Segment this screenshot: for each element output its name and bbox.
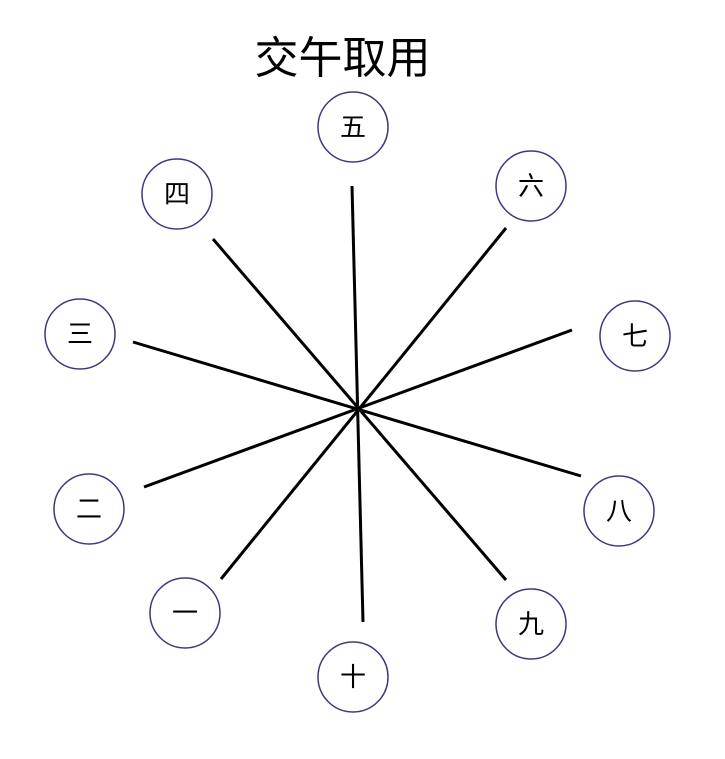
node-8: 八 (583, 475, 655, 547)
node-label: 十 (340, 663, 366, 693)
node-circle (495, 150, 567, 222)
node-label: 八 (606, 497, 632, 527)
node-9: 九 (495, 588, 567, 660)
diagram-title: 交午取用 (254, 33, 431, 84)
node-circle (149, 577, 221, 649)
node-label: 二 (76, 495, 102, 525)
node-10: 十 (317, 641, 389, 713)
node-6: 六 (495, 150, 567, 222)
node-circle (44, 298, 116, 370)
node-3: 三 (44, 298, 116, 370)
node-label: 九 (518, 610, 544, 640)
node-4: 四 (141, 158, 213, 230)
node-label: 五 (340, 113, 366, 143)
node-circle (599, 300, 671, 372)
connector-line-五-十 (350, 185, 365, 623)
node-label: 三 (67, 320, 93, 350)
node-5: 五 (317, 91, 389, 163)
node-circle (495, 588, 567, 660)
connector-line-四-九 (211, 238, 508, 581)
node-7: 七 (599, 300, 671, 372)
node-circle (317, 91, 389, 163)
node-1: 一 (149, 577, 221, 649)
node-label: 六 (518, 172, 544, 202)
node-label: 七 (622, 322, 648, 352)
node-2: 二 (53, 473, 125, 545)
node-circle (317, 641, 389, 713)
node-label: 一 (172, 599, 198, 629)
node-circle (53, 473, 125, 545)
node-circle (141, 158, 213, 230)
connector-line-一-六 (219, 227, 508, 580)
node-label: 四 (164, 180, 190, 210)
node-circle (583, 475, 655, 547)
